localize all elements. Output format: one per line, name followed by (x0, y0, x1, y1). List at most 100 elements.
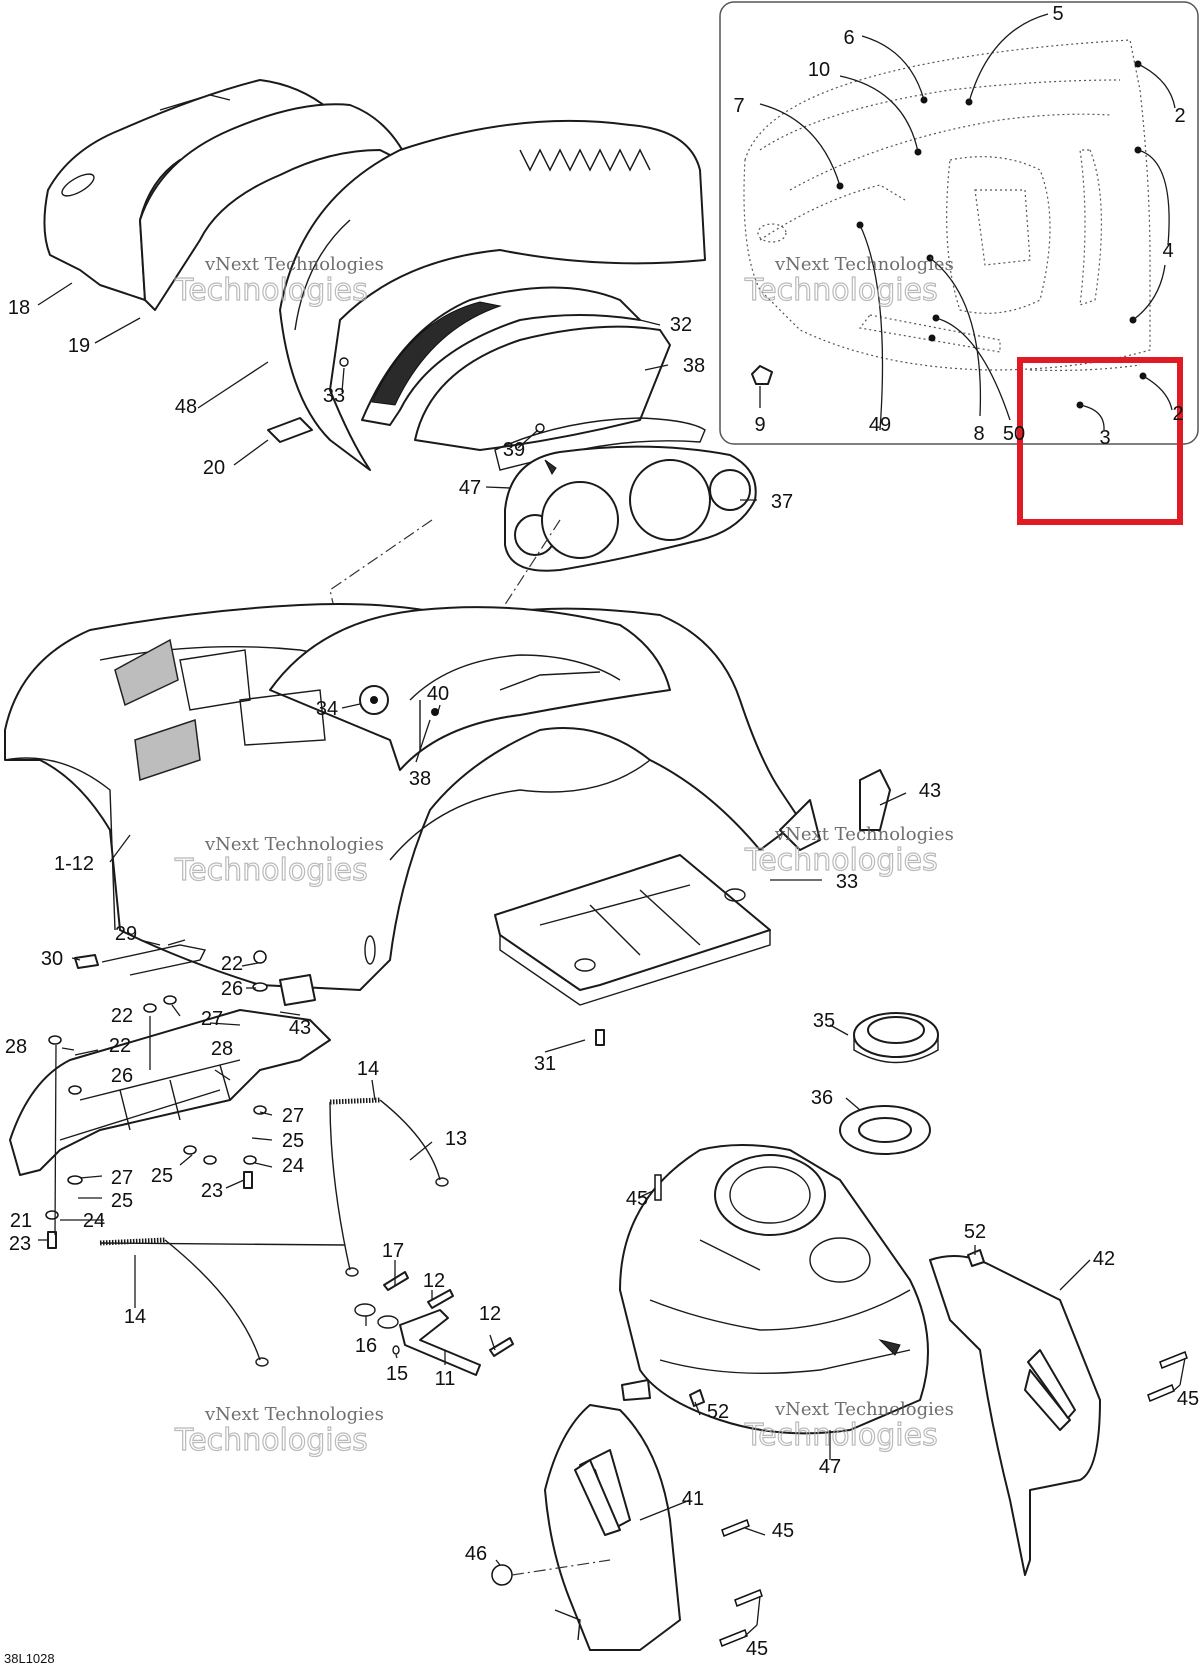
part-label-l26a: 26 (221, 978, 243, 1000)
part-label-l25b: 25 (151, 1165, 173, 1187)
bracket-20 (267, 417, 313, 443)
part-label-l35: 35 (813, 1010, 835, 1032)
part-label-l33a: 33 (323, 385, 345, 407)
watermark-outline: Technologies (744, 1418, 938, 1453)
part-label-l15: 15 (386, 1363, 408, 1385)
part-label-l45a: 45 (626, 1188, 648, 1210)
part-label-l24b: 24 (83, 1210, 105, 1232)
watermarks: vNext Technologies Technologies vNext Te… (173, 254, 954, 1459)
watermark-outline: Technologies (174, 1423, 368, 1458)
part-label-l9: 9 (754, 414, 765, 436)
cap-35-gasket-36 (839, 1012, 939, 1155)
part-label-l38a: 38 (683, 355, 705, 377)
part-label-l2a: 2 (1174, 105, 1185, 127)
part-label-l26b: 26 (111, 1065, 133, 1087)
part-label-l47a: 47 (459, 477, 481, 499)
part-label-l23a: 23 (201, 1180, 223, 1202)
part-label-l45c: 45 (772, 1520, 794, 1542)
part-label-l27c: 27 (111, 1167, 133, 1189)
side-panels-18-19 (43, 79, 411, 311)
part-label-l6: 6 (843, 27, 854, 49)
part-label-l1_12: 1-12 (54, 853, 94, 875)
part-label-l22c: 22 (109, 1035, 131, 1057)
gauge-bezel-37 (494, 417, 757, 572)
part-label-l11: 11 (435, 1368, 456, 1390)
part-label-l5: 5 (1052, 3, 1063, 25)
part-label-l52a: 52 (964, 1221, 986, 1243)
part-label-l46: 46 (465, 1543, 487, 1565)
part-label-l12a: 12 (423, 1270, 445, 1292)
side-panel-41 (544, 1404, 681, 1651)
part-label-l14a: 14 (357, 1058, 379, 1080)
bracket-43-upper (859, 769, 891, 831)
clip-52-upper (967, 1249, 985, 1267)
lower-console-47 (619, 1144, 929, 1435)
part-label-l28a: 28 (5, 1036, 27, 1058)
part-label-l27b: 27 (282, 1105, 304, 1127)
part-label-l17: 17 (382, 1240, 404, 1262)
part-label-l28b: 28 (211, 1038, 233, 1060)
part-label-l7: 7 (733, 95, 744, 117)
part-label-l25c: 25 (111, 1190, 133, 1212)
part-label-l10: 10 (808, 59, 830, 81)
part-label-l31: 31 (534, 1053, 556, 1075)
part-label-l43b: 43 (289, 1017, 311, 1039)
part-label-l39: 39 (503, 439, 525, 461)
part-label-l29: 29 (115, 923, 137, 945)
watermark-text: vNext Technologies (774, 254, 954, 275)
part-label-l36: 36 (811, 1087, 833, 1109)
part-label-l3: 3 (1099, 427, 1110, 449)
highlight-box (1017, 357, 1183, 525)
part-label-l50: 50 (1003, 423, 1025, 445)
watermark-text: vNext Technologies (204, 834, 384, 855)
part-label-l4: 4 (1162, 240, 1173, 262)
tray-33 (494, 854, 771, 1006)
part-label-l45d: 45 (746, 1638, 768, 1660)
part-label-l33b: 33 (836, 871, 858, 893)
part-label-l25a: 25 (282, 1130, 304, 1152)
main-body-1-12 (4, 603, 821, 991)
inset-panel (719, 1, 1199, 445)
part-label-l38b: 38 (409, 768, 431, 790)
part-label-l16: 16 (355, 1335, 377, 1357)
part-label-l41: 41 (682, 1488, 704, 1510)
part-label-l48: 48 (175, 396, 197, 418)
part-label-l22a: 22 (221, 953, 243, 975)
grommet-33 (339, 357, 349, 367)
part-label-l19: 19 (68, 335, 90, 357)
watermark-text: vNext Technologies (774, 824, 954, 845)
side-panel-42 (929, 1253, 1101, 1576)
grommet-46 (491, 1564, 513, 1586)
part-label-l34: 34 (316, 698, 338, 720)
part-label-l45b: 45 (1177, 1388, 1199, 1410)
watermark-text: vNext Technologies (204, 1404, 384, 1425)
part-label-l8: 8 (973, 423, 984, 445)
watermark-outline: Technologies (174, 273, 368, 308)
pins-45 (654, 1174, 1188, 1647)
watermark-outline: Technologies (174, 853, 368, 888)
clip-52-lower (689, 1389, 705, 1407)
part-label-l18: 18 (8, 297, 30, 319)
watermark-outline: Technologies (744, 273, 938, 308)
part-label-l20: 20 (203, 457, 225, 479)
part-label-l52b: 52 (707, 1401, 729, 1423)
part-label-l13: 13 (445, 1128, 467, 1150)
part-label-l24a: 24 (282, 1155, 304, 1177)
springs-cables (99, 1097, 449, 1367)
part-label-l42: 42 (1093, 1248, 1115, 1270)
part-label-l21: 21 (10, 1210, 32, 1232)
bracket-21-assembly (9, 939, 331, 1249)
part-label-l40: 40 (427, 683, 449, 705)
part-label-l23b: 23 (9, 1233, 31, 1255)
part-label-l49: 49 (869, 414, 891, 436)
part-label-l12b: 12 (479, 1303, 501, 1325)
clip-9 (751, 365, 773, 385)
watermark-text: vNext Technologies (204, 254, 384, 275)
watermark-outline: Technologies (744, 843, 938, 878)
leader-lines (37, 282, 1186, 1637)
side-panel-48 (279, 119, 706, 471)
diagram-code: 38L1028 (4, 1651, 55, 1666)
part-label-l27a: 27 (201, 1008, 223, 1030)
part-label-l30: 30 (41, 948, 63, 970)
